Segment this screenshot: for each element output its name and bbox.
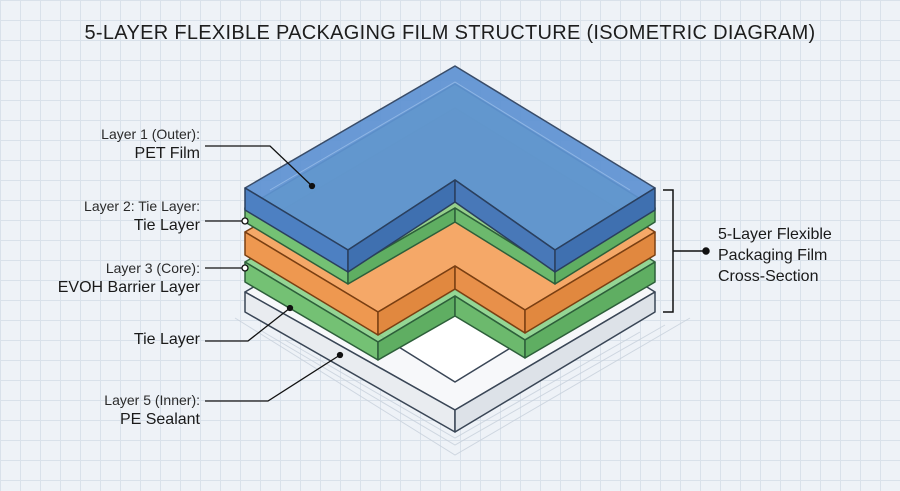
- label-layer-3-sub: Layer 3 (Core):: [105, 260, 200, 276]
- label-layer-5-sub: Layer 5 (Inner):: [104, 392, 200, 408]
- label-layer-5-main: PE Sealant: [119, 411, 200, 428]
- leader-pet: [205, 145, 313, 187]
- label-layer-1-sub: Layer 1 (Outer):: [101, 126, 200, 142]
- label-layer-2: Layer 2: Tie Layer: Tie Layer: [84, 196, 200, 236]
- leader-tie-lower: [205, 307, 291, 342]
- leader-tie-lower-dot: [286, 304, 294, 312]
- leader-pe: [205, 354, 341, 402]
- label-layer-5: Layer 5 (Inner): PE Sealant: [104, 390, 200, 430]
- label-layer-4: Tie Layer: [134, 330, 200, 350]
- bracket-note-line-3: Cross-Section: [718, 268, 819, 285]
- label-layer-4-main: Tie Layer: [133, 331, 200, 348]
- leader-tie-upper-dot: [241, 217, 249, 225]
- label-layer-2-sub: Layer 2: Tie Layer:: [84, 198, 200, 214]
- label-layer-3: Layer 3 (Core): EVOH Barrier Layer: [58, 258, 200, 298]
- leader-evoh-dot: [241, 264, 249, 272]
- bracket-note-line-1: 5-Layer Flexible: [718, 226, 832, 243]
- layer-pet-film: [244, 65, 656, 273]
- leader-pe-dot: [336, 351, 344, 359]
- label-layer-3-main: EVOH Barrier Layer: [57, 279, 200, 296]
- label-layer-1-main: PET Film: [134, 145, 200, 162]
- leader-lines: [205, 145, 344, 402]
- label-layer-2-main: Tie Layer: [133, 217, 200, 234]
- bracket-note: 5-Layer Flexible Packaging Film Cross-Se…: [718, 224, 888, 287]
- label-layer-1: Layer 1 (Outer): PET Film: [101, 124, 200, 164]
- floor-grid: [234, 317, 691, 456]
- leader-pet-dot: [308, 182, 316, 190]
- bracket-note-line-2: Packaging Film: [718, 247, 828, 264]
- right-bracket: [663, 189, 710, 313]
- diagram-title: 5-LAYER FLEXIBLE PACKAGING FILM STRUCTUR…: [84, 22, 816, 44]
